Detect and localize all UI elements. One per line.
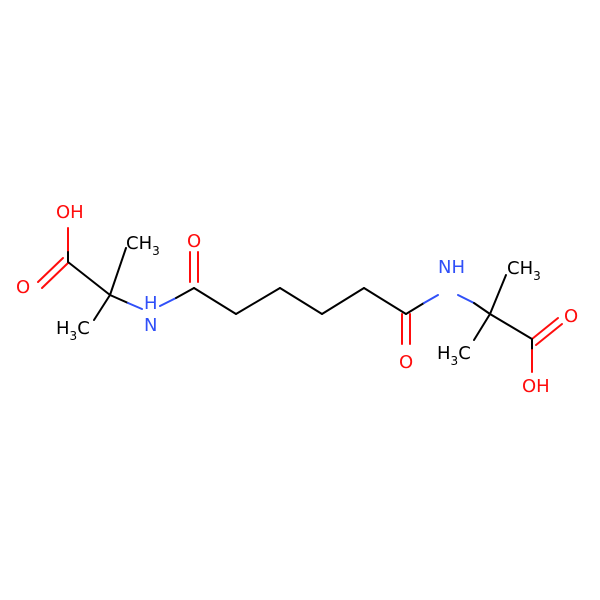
bond-acid-carbonyl-right-b bbox=[535, 323, 563, 346]
bond-acid-carbonyl-left-a bbox=[37, 257, 64, 283]
amide-oxygen-label-right: O bbox=[399, 352, 413, 373]
bond-quaternary-left-to-bottom-methyl bbox=[93, 294, 111, 321]
acid-oxygen-label-right: O bbox=[564, 306, 578, 327]
nh-label-right: NH bbox=[438, 257, 465, 278]
bond-n-right-link-to-quaternary bbox=[473, 302, 491, 315]
bond-chain-2 bbox=[235, 287, 281, 315]
methyl-label-left-bottom: H3C bbox=[56, 318, 90, 343]
bond-n-right-to-quaternary bbox=[457, 294, 475, 304]
bond-acid-carbon-to-quaternary-left bbox=[67, 261, 111, 296]
nitrogen-label-left: N bbox=[144, 315, 157, 336]
bond-n-left-to-amide-carbon bbox=[159, 297, 177, 307]
methyl-label-left-top: CH3 bbox=[126, 233, 160, 258]
bond-chain-4 bbox=[321, 287, 365, 315]
bond-amide-carbon-left-link bbox=[175, 287, 195, 299]
bond-quaternary-right-to-acid-carbon bbox=[489, 313, 533, 340]
methyl-label-right-top: CH3 bbox=[507, 258, 541, 283]
bond-n-left-from-quaternary bbox=[127, 302, 143, 310]
methyl-label-right-bottom: H3C bbox=[437, 343, 471, 368]
acid-oxygen-label-left: O bbox=[16, 277, 30, 298]
bond-quaternary-left-to-top-methyl bbox=[109, 247, 127, 296]
nh-hydrogen-label-left: H bbox=[144, 293, 158, 314]
bond-quaternary-right-to-bottom-methyl bbox=[473, 313, 491, 341]
bond-acid-carbonyl-right-a bbox=[531, 317, 559, 340]
bond-chain-3 bbox=[279, 287, 323, 315]
bond-n-right-from-amide-carbon bbox=[423, 294, 439, 304]
oh-label-right: OH bbox=[522, 376, 550, 397]
bond-quaternary-left-to-n bbox=[109, 294, 129, 304]
oh-label-left: OH bbox=[56, 202, 84, 223]
bond-quaternary-right-to-top-methyl bbox=[489, 274, 507, 315]
bond-acid-carbonyl-left-b bbox=[41, 262, 69, 289]
bond-chain-5 bbox=[363, 287, 407, 315]
bond-amide-carbon-right-link bbox=[405, 302, 425, 315]
bond-chain-1 bbox=[193, 287, 237, 315]
amide-oxygen-label-left: O bbox=[187, 231, 201, 252]
